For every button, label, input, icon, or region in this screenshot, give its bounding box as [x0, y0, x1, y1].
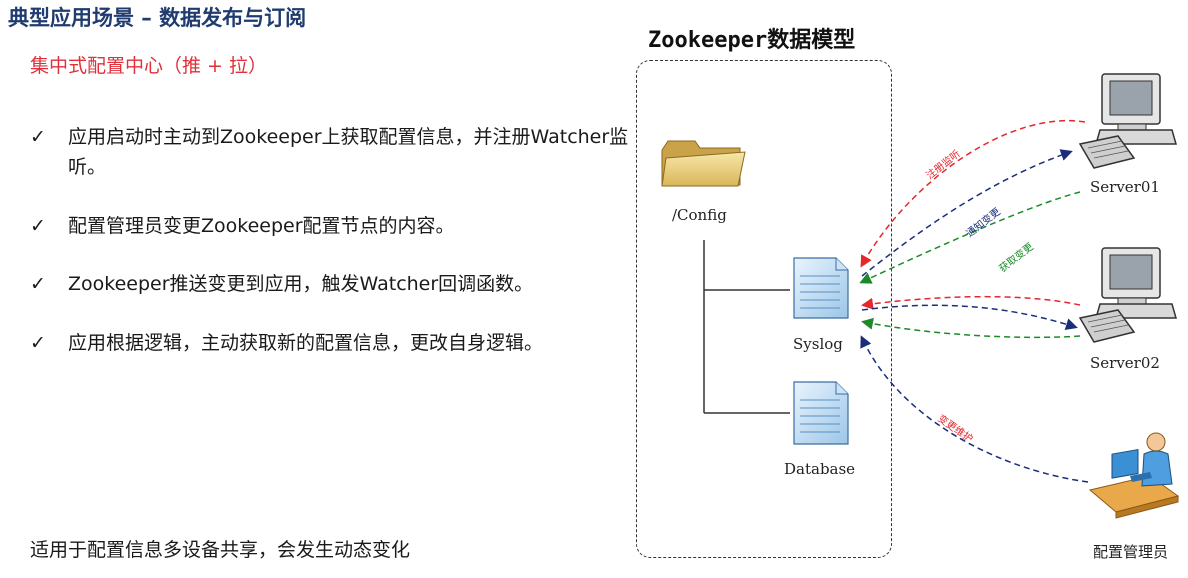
check-icon: ✓: [30, 126, 46, 148]
bullet-item: ✓ 应用启动时主动到Zookeeper上获取配置信息，并注册Watcher监听。: [30, 122, 630, 182]
admin-label: 配置管理员: [1093, 543, 1169, 561]
data-model-container: [636, 60, 892, 558]
bullet-item: ✓ Zookeeper推送变更到应用，触发Watcher回调函数。: [30, 269, 630, 299]
arrow-notify: [861, 149, 1078, 330]
diagram-title: Zookeeper数据模型: [648, 28, 856, 53]
server01-label: Server01: [1090, 178, 1160, 196]
check-icon: ✓: [30, 273, 46, 295]
page-title: 典型应用场景 – 数据发布与订阅: [8, 6, 307, 30]
bullet-text: 应用根据逻辑，主动获取新的配置信息，更改自身逻辑。: [68, 332, 544, 354]
bullet-text: 应用启动时主动到Zookeeper上获取配置信息，并注册Watcher监听。: [68, 126, 629, 178]
computer-icon: [1078, 73, 1177, 169]
document-icon: [793, 381, 849, 445]
page-subtitle: 集中式配置中心（推 + 拉）: [30, 55, 267, 77]
bullet-text: Zookeeper推送变更到应用，触发Watcher回调函数。: [68, 273, 534, 295]
tree-connectors: [703, 240, 790, 414]
bottom-note: 适用于配置信息多设备共享，会发生动态变化: [30, 539, 411, 561]
bullet-text: 配置管理员变更Zookeeper配置节点的内容。: [68, 215, 455, 237]
arrow-fetch: [859, 191, 1081, 339]
arrow-admin-change: [860, 335, 1089, 483]
folder-icon: [661, 140, 746, 187]
admin-user-icon: [1088, 432, 1180, 519]
syslog-node-label: Syslog: [793, 335, 843, 353]
arrow-register: [860, 119, 1086, 310]
check-icon: ✓: [30, 332, 46, 354]
computer-icon: [1078, 247, 1177, 343]
check-icon: ✓: [30, 215, 46, 237]
bullet-item: ✓ 配置管理员变更Zookeeper配置节点的内容。: [30, 211, 630, 241]
document-icon: [793, 257, 849, 319]
config-node-label: /Config: [672, 206, 727, 224]
server02-label: Server02: [1090, 354, 1160, 372]
database-node-label: Database: [784, 460, 856, 478]
bullet-item: ✓ 应用根据逻辑，主动获取新的配置信息，更改自身逻辑。: [30, 328, 630, 358]
